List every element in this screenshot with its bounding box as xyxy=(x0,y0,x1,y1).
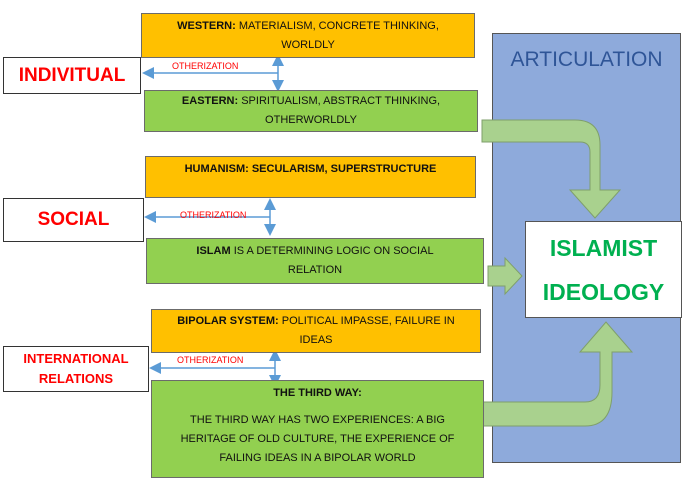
ideology-line1: ISLAMIST xyxy=(549,234,658,261)
otherization-connector-3 xyxy=(149,349,281,387)
curved-arrow-up xyxy=(481,321,634,427)
otherization-label-1: OTHERIZATION xyxy=(172,61,239,71)
otherization-connector-2 xyxy=(144,198,276,236)
humanism-box: HUMANISM: SECULARISM, SUPERSTRUCTURE xyxy=(145,156,476,198)
western-box: WESTERN: MATERIALISM, CONCRETE THINKING,… xyxy=(141,13,475,58)
curved-arrow-down xyxy=(481,119,622,219)
otherization-label-2: OTHERIZATION xyxy=(180,210,247,220)
eastern-box: EASTERN: SPIRITUALISM, ABSTRACT THINKING… xyxy=(144,90,478,132)
ideology-line2: IDEOLOGY xyxy=(542,278,665,305)
level-label-social: SOCIAL xyxy=(3,198,144,242)
third-way-box: THE THIRD WAY: THE THIRD WAY HAS TWO EXP… xyxy=(151,380,484,478)
islamist-ideology-box: ISLAMIST IDEOLOGY xyxy=(525,221,682,318)
islam-box: ISLAM IS A DETERMINING LOGIC ON SOCIAL R… xyxy=(146,238,484,284)
level-label-individual: INDIVITUAL xyxy=(3,57,141,94)
otherization-label-3: OTHERIZATION xyxy=(177,355,244,365)
straight-arrow-right xyxy=(487,256,523,296)
articulation-title: ARTICULATION xyxy=(510,48,663,71)
otherization-connector-1 xyxy=(142,54,284,92)
bipolar-system-box: BIPOLAR SYSTEM: POLITICAL IMPASSE, FAILU… xyxy=(151,309,481,353)
level-label-international-relations: INTERNATIONAL RELATIONS xyxy=(3,346,149,392)
